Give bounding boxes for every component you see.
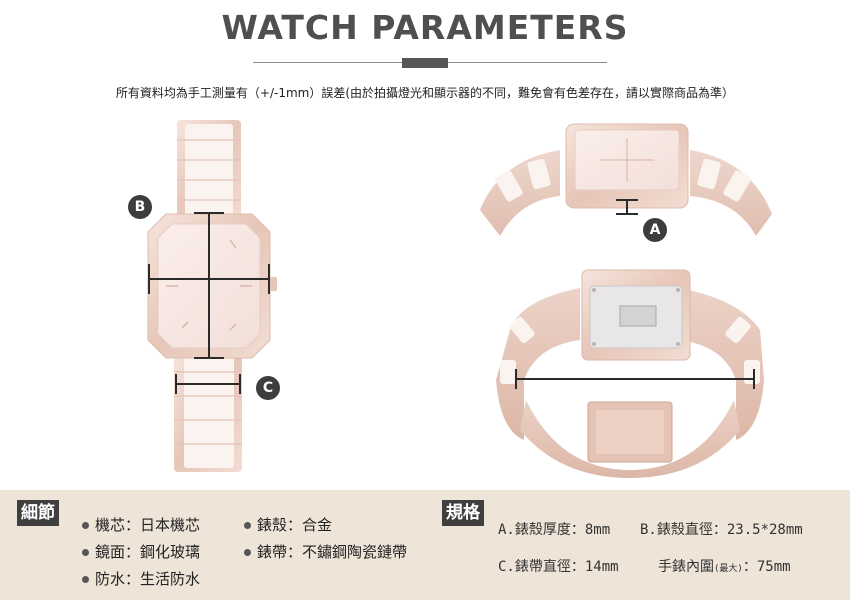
- page-title: WATCH PARAMETERS: [221, 8, 629, 47]
- side-watch: [480, 123, 772, 236]
- specs-tag: 規格: [442, 500, 484, 526]
- back-watch: [496, 269, 764, 478]
- front-watch: [147, 120, 277, 472]
- measurement-disclaimer: 所有資料均為手工測量有（+/-1mm）誤差(由於拍攝燈光和顯示器的不同，難免會有…: [115, 86, 735, 100]
- bullet-icon: [244, 522, 251, 529]
- spec-panel: 細節 機芯：日本機芯 錶殼：合金 鏡面：鋼化玻璃 錶帶：不鏽鋼陶瓷鏈帶 防水：生…: [0, 490, 850, 600]
- title-divider-accent: [402, 58, 448, 68]
- spec-inner-circumference: 手錶內圍(最大)：75mm: [658, 559, 791, 575]
- bullet-icon: [82, 549, 89, 556]
- marker-c: C: [256, 376, 280, 400]
- detail-case: 錶殼：合金: [244, 514, 332, 535]
- detail-band: 錶帶：不鏽鋼陶瓷鏈帶: [244, 541, 407, 562]
- detail-glass: 鏡面：鋼化玻璃: [82, 541, 200, 562]
- marker-b: B: [128, 195, 152, 219]
- details-tag: 細節: [17, 500, 59, 526]
- detail-waterproof: 防水：生活防水: [82, 568, 200, 589]
- spec-case-thickness: A.錶殼厚度：8mm: [498, 522, 611, 538]
- marker-a: A: [643, 218, 667, 242]
- watch-illustrations: [147, 120, 772, 478]
- spec-case-size: B.錶殼直徑：23.5*28mm: [640, 522, 803, 538]
- bullet-icon: [244, 549, 251, 556]
- detail-movement: 機芯：日本機芯: [82, 514, 200, 535]
- bullet-icon: [82, 576, 89, 583]
- spec-band-width: C.錶帶直徑：14mm: [498, 559, 619, 575]
- bullet-icon: [82, 522, 89, 529]
